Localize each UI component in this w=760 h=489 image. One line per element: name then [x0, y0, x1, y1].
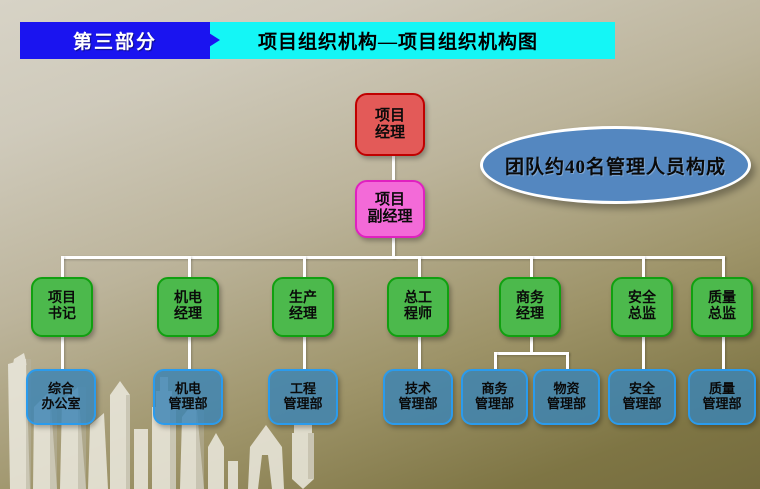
connector-bus-g5: [530, 256, 533, 278]
connector-bus-g7: [722, 256, 725, 278]
connector-g5-b6: [566, 352, 569, 370]
node-line-2: 管理部: [398, 396, 438, 411]
node-deputy-project-manager[interactable]: 项目 副经理: [355, 180, 425, 238]
node-safety-dept[interactable]: 安全管理部: [608, 369, 676, 425]
node-line-2: 管理部: [702, 396, 742, 411]
node-materials-dept[interactable]: 物资管理部: [533, 369, 600, 425]
node-safety-director[interactable]: 安全总监: [611, 277, 673, 337]
node-line-1: 质量: [708, 381, 735, 397]
connector-pm-dpm: [392, 156, 395, 184]
node-general-office[interactable]: 综合办公室: [26, 369, 96, 425]
node-line-1: 物资: [553, 381, 580, 397]
connector-g3-b3: [303, 337, 306, 369]
node-line-1: 综合: [47, 381, 74, 397]
connector-g7-b8: [722, 337, 725, 369]
node-line-2: 经理: [374, 124, 405, 141]
callout-team-size: 团队约40名管理人员构成: [480, 126, 751, 204]
node-line-1: 技术: [404, 381, 431, 397]
node-line-2: 程师: [404, 307, 432, 322]
node-line-2: 经理: [174, 307, 202, 322]
node-line-1: 商务: [516, 291, 544, 307]
node-line-1: 项目: [374, 107, 405, 124]
node-line-1: 机电: [174, 291, 202, 307]
node-line-1: 质量: [708, 291, 736, 307]
right-arrow-icon: [198, 26, 220, 54]
connector-bus-g4: [418, 256, 421, 278]
node-line-2: 管理部: [546, 396, 586, 411]
node-line-2: 书记: [48, 307, 76, 322]
connector-bus-horizontal: [61, 256, 725, 259]
connector-dpm-bus: [392, 237, 395, 258]
node-production-manager[interactable]: 生产经理: [272, 277, 334, 337]
connector-g5-stem: [530, 337, 533, 353]
connector-g1-b1: [61, 337, 64, 369]
node-project-secretary[interactable]: 项目书记: [31, 277, 93, 337]
node-line-1: 安全: [628, 381, 655, 397]
node-mechanical-electrical-manager[interactable]: 机电经理: [157, 277, 219, 337]
node-line-1: 安全: [628, 291, 656, 307]
callout-text: 团队约40名管理人员构成: [504, 156, 726, 178]
node-line-2: 管理部: [622, 396, 662, 411]
node-mechanical-electrical-dept[interactable]: 机电管理部: [153, 369, 223, 425]
node-engineering-dept[interactable]: 工程管理部: [268, 369, 338, 425]
node-project-manager[interactable]: 项目 经理: [355, 93, 425, 156]
node-quality-dept[interactable]: 质量管理部: [688, 369, 756, 425]
node-line-2: 管理部: [474, 396, 514, 411]
connector-bus-g3: [303, 256, 306, 278]
connector-g6-b7: [642, 337, 645, 369]
node-line-2: 管理部: [168, 396, 208, 411]
slide-title-text: 项目组织机构—项目组织机构图: [210, 22, 615, 59]
node-line-2: 经理: [289, 307, 317, 322]
connector-g5-split: [494, 352, 569, 355]
connector-g4-b4: [418, 337, 421, 369]
node-line-1: 项目: [48, 291, 76, 307]
node-line-1: 商务: [481, 381, 508, 397]
connector-bus-g2: [188, 256, 191, 278]
node-line-1: 工程: [289, 381, 316, 397]
node-technical-dept[interactable]: 技术管理部: [383, 369, 453, 425]
node-commercial-dept[interactable]: 商务管理部: [461, 369, 528, 425]
connector-bus-g6: [642, 256, 645, 278]
node-line-2: 总监: [628, 307, 656, 322]
node-line-2: 管理部: [283, 396, 323, 411]
node-chief-engineer[interactable]: 总工程师: [387, 277, 449, 337]
node-line-1: 项目: [374, 192, 405, 209]
connector-bus-g1: [61, 256, 64, 278]
node-quality-director[interactable]: 质量总监: [691, 277, 753, 337]
node-line-2: 办公室: [41, 396, 81, 411]
node-line-2: 经理: [516, 307, 544, 322]
section-tag-label: 第三部分: [20, 22, 210, 59]
node-line-1: 总工: [404, 291, 432, 307]
node-line-2: 总监: [708, 307, 736, 322]
node-line-1: 生产: [289, 291, 317, 307]
connector-g2-b2: [188, 337, 191, 369]
node-commercial-manager[interactable]: 商务经理: [499, 277, 561, 337]
connector-g5-b5: [494, 352, 497, 370]
node-line-2: 副经理: [367, 209, 413, 225]
node-line-1: 机电: [174, 381, 201, 397]
